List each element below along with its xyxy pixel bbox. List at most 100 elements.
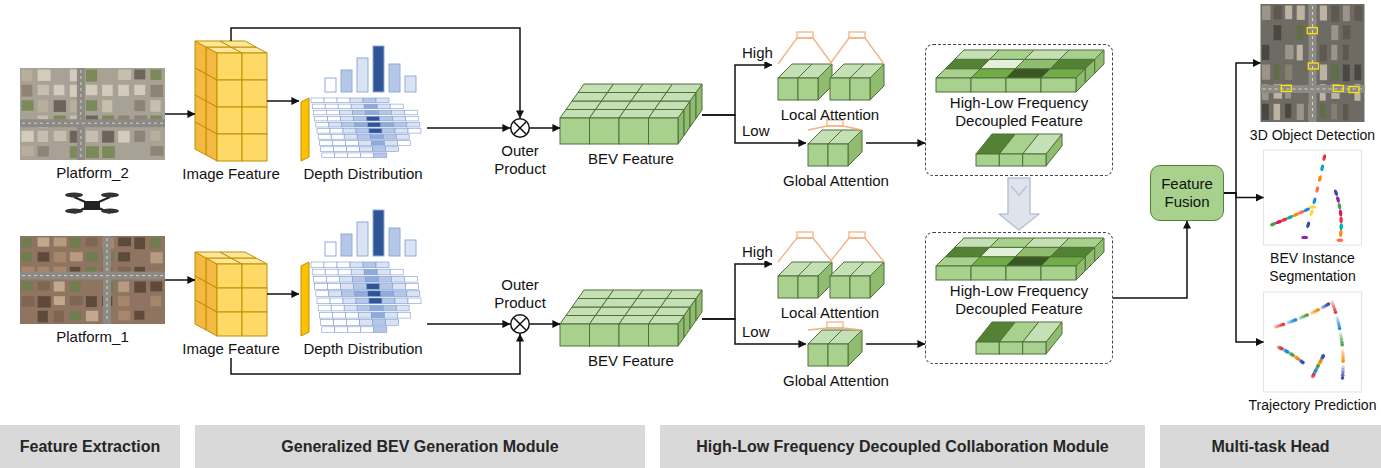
histogram-bar	[325, 242, 336, 256]
building	[1274, 65, 1280, 80]
arrow-line	[530, 323, 560, 325]
cube-front	[850, 78, 870, 100]
depth-bin	[326, 276, 339, 282]
instance-mark	[1309, 209, 1314, 216]
outer-product-symbol: Outer Product	[489, 276, 551, 334]
building	[118, 311, 130, 321]
building	[22, 238, 32, 248]
building	[150, 296, 161, 306]
histogram-bar	[373, 210, 384, 256]
histogram-bar	[373, 46, 384, 92]
cube-front	[999, 342, 1022, 354]
building	[1331, 6, 1339, 22]
transfer-arrow	[999, 178, 1039, 230]
photo-ground	[20, 68, 165, 160]
cube-front	[798, 276, 818, 298]
depth-bin	[318, 305, 331, 311]
depth-bin	[381, 122, 394, 127]
trajectory-dot	[1316, 308, 1320, 312]
bev-grid	[560, 290, 702, 346]
instance-mark	[1306, 221, 1311, 228]
cross	[514, 122, 526, 134]
trajectory-dot	[1294, 318, 1298, 322]
depth-bin	[358, 141, 371, 146]
bev-feature-grid: BEV Feature	[560, 84, 702, 168]
depth-bin	[384, 141, 397, 146]
histogram-bar	[405, 76, 416, 92]
building	[22, 296, 35, 307]
figure-area	[1264, 150, 1362, 245]
drone-rotor	[101, 193, 119, 198]
trajectory-map	[1264, 292, 1362, 392]
depth-bin	[395, 129, 408, 134]
instance-mark	[1337, 239, 1344, 242]
node-label: 3D Object Detection	[1246, 126, 1379, 144]
drone-rotor	[65, 193, 83, 198]
building	[22, 70, 32, 81]
cube-front	[1006, 78, 1041, 92]
cube-top	[667, 290, 703, 299]
figure-area	[806, 118, 866, 168]
depth-bin	[319, 141, 332, 146]
cube-front	[1023, 342, 1046, 354]
stage-band: Feature Extraction	[0, 425, 180, 468]
building	[54, 296, 65, 305]
cube-top	[667, 84, 703, 93]
cube-front	[830, 78, 850, 100]
instance-mark	[1309, 205, 1316, 208]
figure-area	[560, 290, 702, 348]
attention-window	[830, 38, 884, 64]
depth-bin	[364, 269, 377, 275]
cube-top	[655, 307, 691, 316]
depth-bin	[393, 284, 406, 290]
depth-bin	[330, 129, 343, 134]
building	[86, 70, 97, 82]
arrow-line	[1224, 193, 1264, 342]
node-label: High-Low Frequency Decoupled Feature	[930, 94, 1108, 130]
figure-area	[195, 41, 267, 161]
cube-front	[976, 154, 999, 166]
cube-front	[217, 107, 242, 134]
depth-bin	[341, 116, 354, 121]
depth-bin	[384, 312, 397, 318]
building	[70, 238, 81, 248]
cube-top	[220, 41, 256, 47]
cube-front	[242, 288, 267, 312]
decoupled-feature-box: High-Low Frequency Decoupled Feature	[925, 44, 1113, 176]
road	[77, 68, 85, 160]
stage-band: High-Low Frequency Decoupled Collaborati…	[660, 425, 1145, 468]
grid-area	[930, 130, 1108, 172]
cube-front	[217, 264, 242, 288]
building	[1343, 6, 1350, 22]
node-label: High-Low Frequency Decoupled Collaborati…	[696, 438, 1108, 456]
edge-label: Low	[740, 122, 772, 140]
depth-bin	[407, 122, 420, 127]
building	[134, 311, 144, 320]
road-marking	[107, 238, 108, 322]
arrow-line	[866, 343, 925, 345]
depth-bin	[332, 312, 345, 318]
histogram-bar	[389, 64, 400, 92]
figure-area	[299, 44, 427, 161]
depth-bin	[328, 116, 341, 121]
building	[1297, 6, 1305, 20]
cube-top	[661, 93, 697, 102]
depth-bin	[363, 262, 376, 268]
depth-bin	[386, 147, 399, 152]
depth-bin	[342, 122, 355, 127]
depth-bin	[334, 147, 347, 152]
trajectory-dot	[1341, 360, 1345, 364]
trajectory-dot	[1340, 343, 1344, 347]
depth-bin	[357, 305, 370, 311]
depth-distribution-figure	[301, 210, 421, 336]
depth-bin	[390, 104, 403, 109]
building	[1320, 45, 1327, 62]
depth-bin	[404, 276, 417, 282]
trajectory-dot	[1301, 361, 1305, 365]
attention-window	[849, 32, 865, 38]
cube-top	[828, 330, 862, 344]
depth-bin	[374, 327, 387, 333]
depth-distribution: Depth Distribution	[296, 208, 430, 358]
building	[38, 146, 49, 156]
node-label: Multi-task Head	[1211, 438, 1329, 456]
